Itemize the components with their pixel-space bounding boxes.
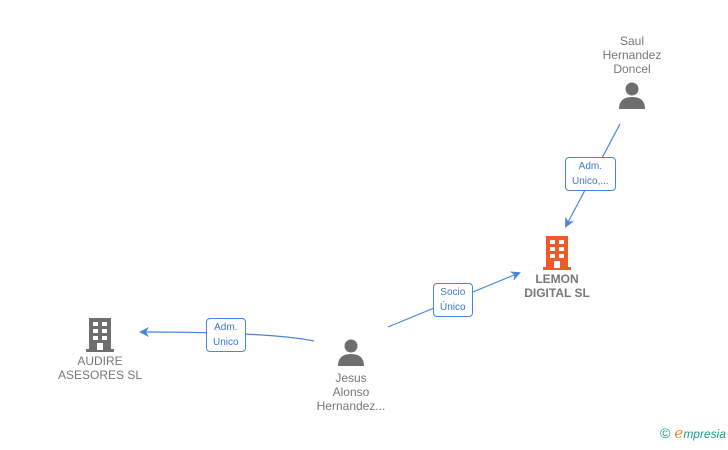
node-jesus-alonso-hernandez[interactable]: Jesus Alonso Hernandez... — [306, 337, 396, 413]
node-label: Jesus Alonso Hernandez... — [316, 371, 386, 413]
brand-name: mpresia — [683, 427, 726, 441]
node-saul-hernandez-doncel[interactable]: Saul Hernandez Doncel — [592, 34, 672, 110]
person-icon — [338, 339, 364, 366]
node-label: LEMON DIGITAL SL — [524, 272, 590, 300]
empresia-logo[interactable]: ©empresia — [660, 424, 726, 442]
node-lemon-digital-sl[interactable]: LEMON DIGITAL SL — [510, 236, 604, 300]
copyright-icon: © — [660, 425, 671, 441]
edge-label-adm-unico-saul[interactable]: Adm. Unico,... — [565, 157, 616, 191]
node-audire-asesores-sl[interactable]: AUDIRE ASESORES SL — [52, 318, 148, 382]
person-icon — [619, 82, 645, 109]
building-icon — [543, 236, 571, 270]
node-label: AUDIRE ASESORES SL — [57, 354, 143, 382]
brand-e: e — [674, 424, 684, 442]
building-icon — [86, 318, 114, 352]
edge-label-socio-unico[interactable]: Socio Único — [433, 283, 473, 317]
edge-label-adm-unico-jesus[interactable]: Adm. Unico — [206, 318, 246, 352]
node-label: Saul Hernandez Doncel — [602, 34, 662, 76]
edge-jesus-audire — [139, 327, 315, 342]
